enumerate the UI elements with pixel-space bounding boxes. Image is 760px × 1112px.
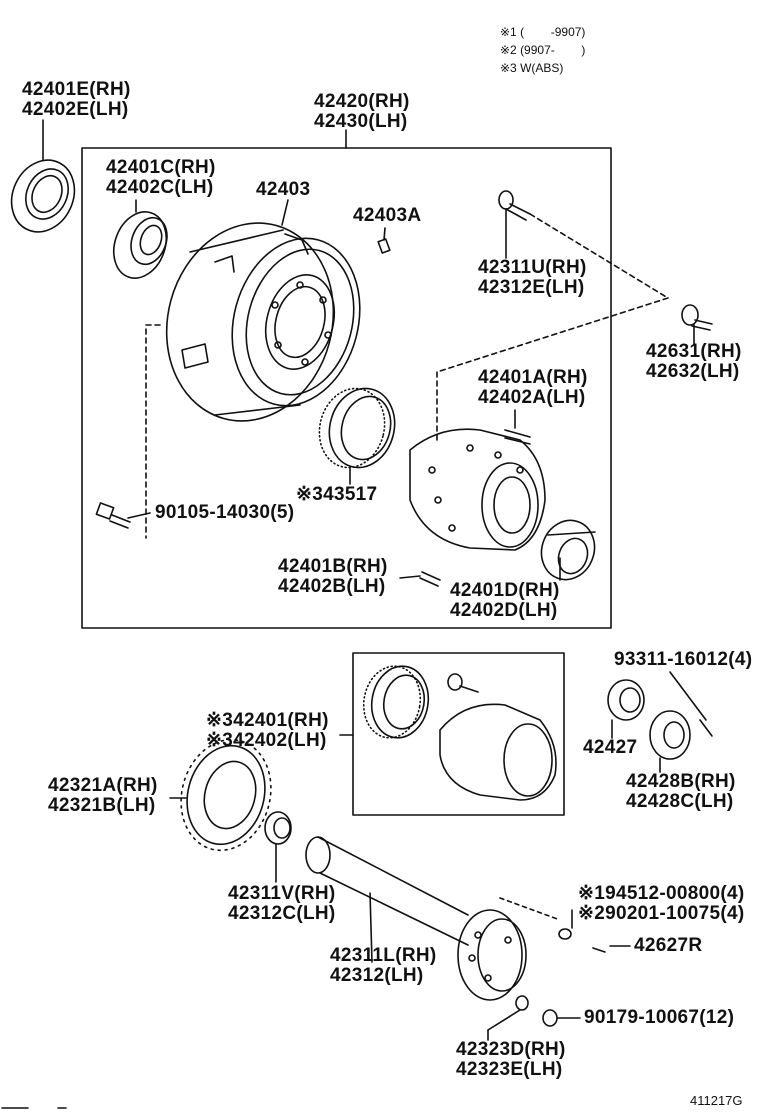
label-94512: ※194512-00800(4)※290201-10075(4)	[578, 883, 745, 924]
footnote-3: ※3 W(ABS)	[500, 61, 564, 75]
label-42427: 42427	[583, 737, 638, 758]
label-42631: 42631(RH)42632(LH)	[646, 341, 742, 382]
gasket-42321A	[169, 738, 272, 852]
oil-seal-42401E	[10, 119, 76, 233]
hub-bolt-42311U	[498, 190, 669, 299]
label-42311U: 42311U(RH)42312E(LH)	[478, 257, 587, 298]
label-42311L: 42311L(RH)42312(LH)	[330, 945, 437, 986]
label-42401C: 42401C(RH)42402C(LH)	[106, 157, 216, 198]
drum-bolt-dashed-line	[145, 324, 161, 539]
label-42323D: 42323D(RH)42323E(LH)	[456, 1039, 566, 1080]
label-42311V: 42311V(RH)42312C(LH)	[228, 883, 336, 924]
bearing-42401D	[540, 519, 596, 581]
stud-42401B	[399, 571, 441, 587]
oil-seal-42311V	[264, 811, 292, 883]
figure-id: 411217G	[690, 1093, 743, 1108]
label-42627R: 42627R	[634, 935, 703, 956]
label-42403A: 42403A	[353, 205, 422, 226]
bolt-90105	[95, 502, 151, 529]
axle-shaft-42311L	[305, 836, 527, 1001]
label-42321A: 42321A(RH)42321B(LH)	[48, 775, 158, 816]
label-42401D: 42401D(RH)42402D(LH)	[450, 580, 560, 621]
hub-bolt-42631	[436, 297, 713, 441]
hub-parts-42427	[607, 671, 713, 773]
footnote-2: ※2 (9907- )	[500, 43, 586, 57]
label-42401: ※342401(RH)※342402(LH)	[206, 710, 329, 751]
label-42401B: 42401B(RH)42402B(LH)	[278, 556, 388, 597]
footnote-1: ※1 ( -9907)	[500, 25, 586, 39]
axle-hub	[409, 409, 546, 551]
label-90105: 90105-14030(5)	[155, 502, 295, 523]
flange-fasteners	[487, 897, 631, 1041]
brake-drum-42403	[165, 199, 361, 422]
abs-rotor-43517	[318, 387, 396, 485]
label-42401A: 42401A(RH)42402A(LH)	[478, 367, 588, 408]
label-93311: 93311-16012(4)	[614, 649, 753, 670]
label-43517: ※343517	[296, 484, 378, 505]
bearing-42401C	[112, 199, 168, 279]
label-42428B: 42428B(RH)42428C(LH)	[626, 771, 736, 812]
label-42401E: 42401E(RH)42402E(LH)	[22, 79, 131, 120]
label-90179: 90179-10067(12)	[584, 1007, 735, 1028]
abs-hub-assembly	[339, 665, 557, 801]
label-42403: 42403	[256, 179, 311, 200]
plug-42403A	[377, 227, 391, 254]
abs-hub-frame	[352, 652, 565, 816]
label-42420: 42420(RH)42430(LH)	[314, 91, 410, 132]
